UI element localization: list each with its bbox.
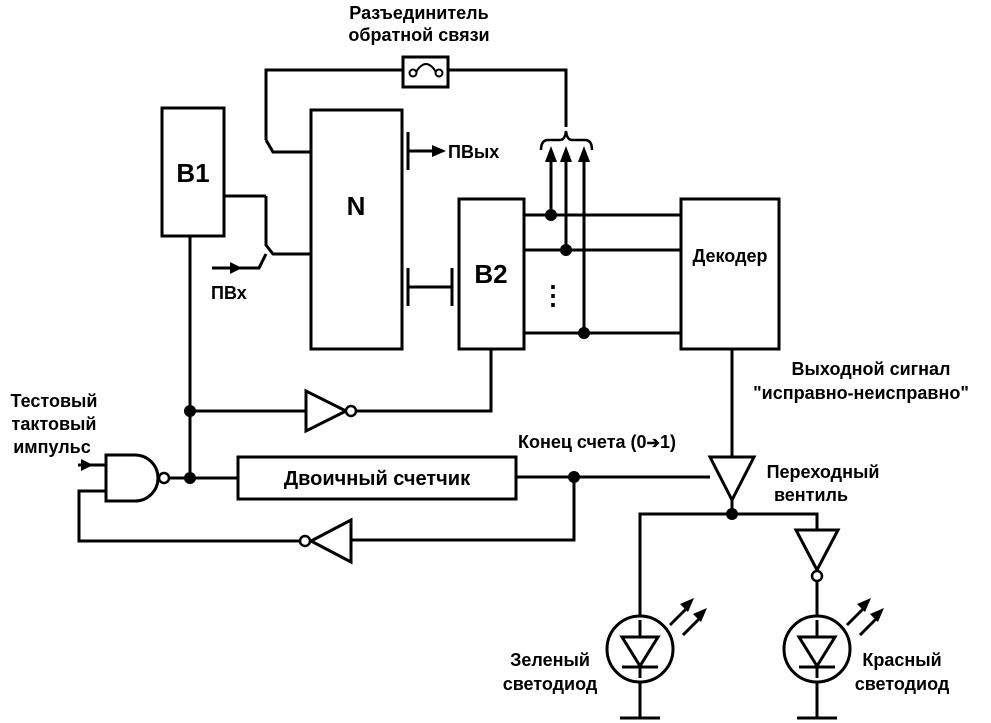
green-led-rays [668,606,702,637]
tap-arrow-3-icon [578,146,590,162]
feedback-wire-right [448,68,568,127]
wire-pin [212,253,268,270]
end-count-label: Конец счета (0➔1) [518,432,676,452]
block-b2-label: B2 [474,259,507,289]
pin-label: ПВх [211,283,247,303]
green-led-ray-arrow-icon [680,598,694,612]
output-signal-label-line1: Выходной сигнал [792,359,951,379]
red-led-label-line2: светодиод [855,674,950,694]
red-led-label-line1: Красный [862,650,941,670]
feedback-taps [549,162,586,333]
feedback-switch-label-line1: Разъединитель [349,3,488,23]
green-led-label-line1: Зеленый [510,650,590,670]
transfer-gate [707,455,757,504]
wire-n-b2 [406,268,454,306]
red-led-ray-arrow-icon [870,608,884,622]
output-signal-label-line2: "исправно-неисправно" [753,383,969,403]
green-led-ray-arrow-icon [693,608,707,622]
block-n-label: N [347,191,366,221]
wire-led-bus [638,512,819,620]
bus-dots: ⋮ [540,280,566,310]
bus-b2-decoder [524,213,681,335]
inverter-2 [307,517,353,565]
test-pulse-arrow-icon [81,459,93,471]
red-led [782,614,852,684]
binary-counter-label: Двоичный счетчик [284,468,471,490]
feedback-switch-label-line2: обратной связи [348,25,489,45]
binary-counter [236,455,518,501]
nand-bubble [157,471,171,485]
tap-arrow-2-icon [560,146,572,162]
pout-label: ПВых [448,142,499,162]
block-decoder-label: Декодер [692,246,767,266]
red-led-ground [797,682,837,720]
pout-arrow-icon [432,145,446,157]
test-pulse-label-line3: импульс [13,437,91,457]
wire-b1-to-n [264,196,311,256]
block-b1 [160,106,226,238]
junction-dot [578,327,590,339]
block-decoder [679,197,781,351]
inverter-1-bubble [344,404,358,418]
red-led-ray-arrow-icon [857,598,871,612]
inverter-2-bubble [298,534,312,548]
feedback-brace [539,130,594,151]
test-pulse-label-line2: тактовый [12,414,97,434]
inverter-3-bubble [810,569,824,583]
test-pulse-label-line1: Тестовый [11,391,98,411]
transfer-gate-label-line2: вентиль [774,485,848,505]
wire-b2-back [357,349,493,413]
wire-fb-to-n [264,139,311,154]
wire-pout [406,132,433,170]
wire-loop-left [77,489,300,543]
pin-arrow-icon [230,262,242,274]
transfer-gate-label-line1: Переходный [767,462,880,482]
block-n [309,108,404,351]
nand-gate [104,453,160,503]
feedback-switch [401,55,450,89]
inverter-3 [793,528,841,574]
block-b1-label: B1 [176,158,209,188]
wire-loop-right [351,477,576,542]
junction-dot [184,405,196,417]
feedback-wire-left [264,68,403,140]
inverter-1 [304,388,350,434]
junction-dot [560,244,572,256]
red-led-rays [845,606,879,637]
green-led [605,614,675,684]
green-led-label-line2: светодиод [503,674,598,694]
tap-arrow-1-icon [545,146,557,162]
green-led-ground [620,682,660,720]
junction-dot [545,209,557,221]
block-b2 [457,197,526,351]
